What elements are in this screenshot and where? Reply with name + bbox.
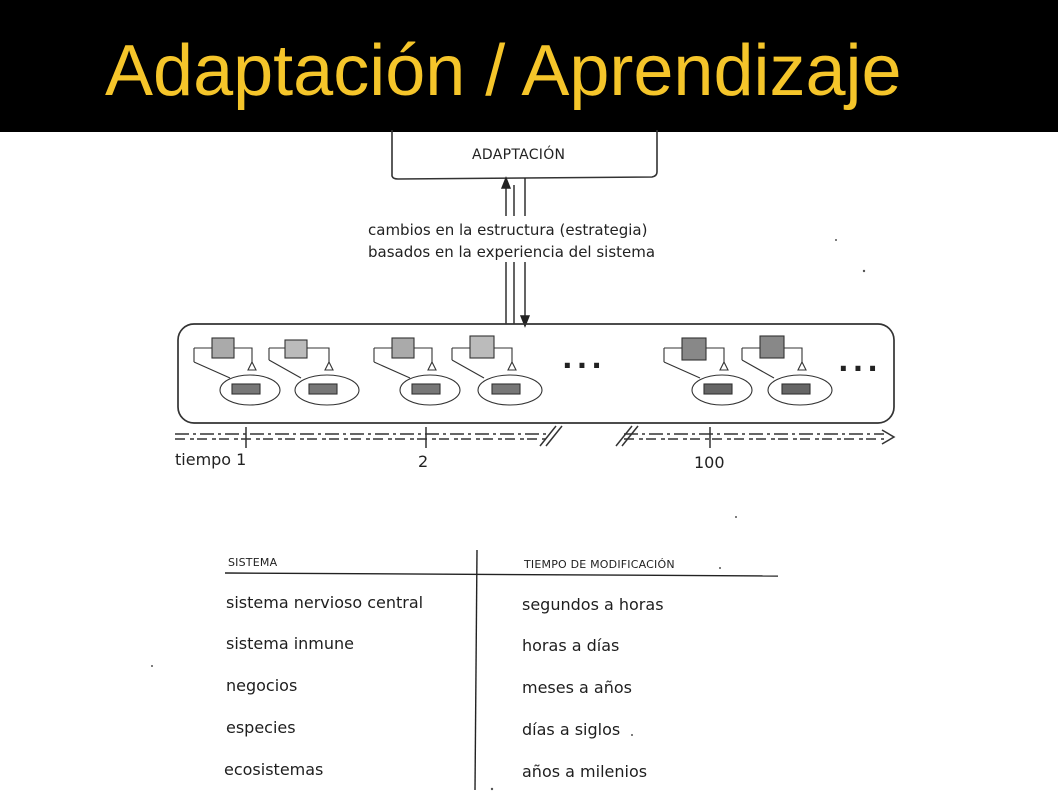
arrow-caption-line-1: cambios en la estructura (estrategia) [368, 221, 648, 239]
arrow-caption: cambios en la estructura (estrategia) ba… [368, 219, 688, 263]
table-cell-tiempo: días a siglos [522, 720, 621, 739]
table-cell-sistema: sistema inmune [226, 634, 355, 653]
agent-glyphs [193, 335, 833, 406]
table-cell-tiempo: horas a días [522, 636, 620, 655]
table-cell-tiempo: meses a años [522, 678, 632, 697]
timeline-label-1: tiempo 1 [175, 450, 247, 469]
table-rules [224, 549, 779, 791]
ellipsis-2: ... [838, 345, 882, 378]
table-cell-tiempo: segundos a horas [522, 595, 664, 614]
arrow-caption-line-2: basados en la experiencia del sistema [368, 243, 656, 261]
table-cell-sistema: especies [226, 718, 296, 737]
slide-title: Adaptación / Aprendizaje [105, 31, 902, 111]
systems-panel [177, 323, 895, 424]
scan-speckles [151, 239, 866, 791]
timeline-axis [175, 425, 896, 448]
feedback-arrows [500, 176, 531, 328]
ellipsis-1: ... [562, 342, 606, 375]
table-header-sistema: SISTEMA [228, 556, 278, 569]
table-header-tiempo: TIEMPO DE MODIFICACIÓN [524, 558, 675, 571]
title-bar: Adaptación / Aprendizaje [0, 0, 1058, 132]
table-cell-sistema: ecosistemas [224, 760, 324, 779]
timeline-label-100: 100 [694, 453, 725, 472]
adaptation-label: ADAPTACIÓN [472, 147, 566, 163]
table-cell-sistema: sistema nervioso central [226, 593, 424, 612]
table-cell-sistema: negocios [226, 676, 298, 695]
timeline-label-2: 2 [418, 452, 429, 471]
table-cell-tiempo: años a milenios [522, 762, 648, 781]
